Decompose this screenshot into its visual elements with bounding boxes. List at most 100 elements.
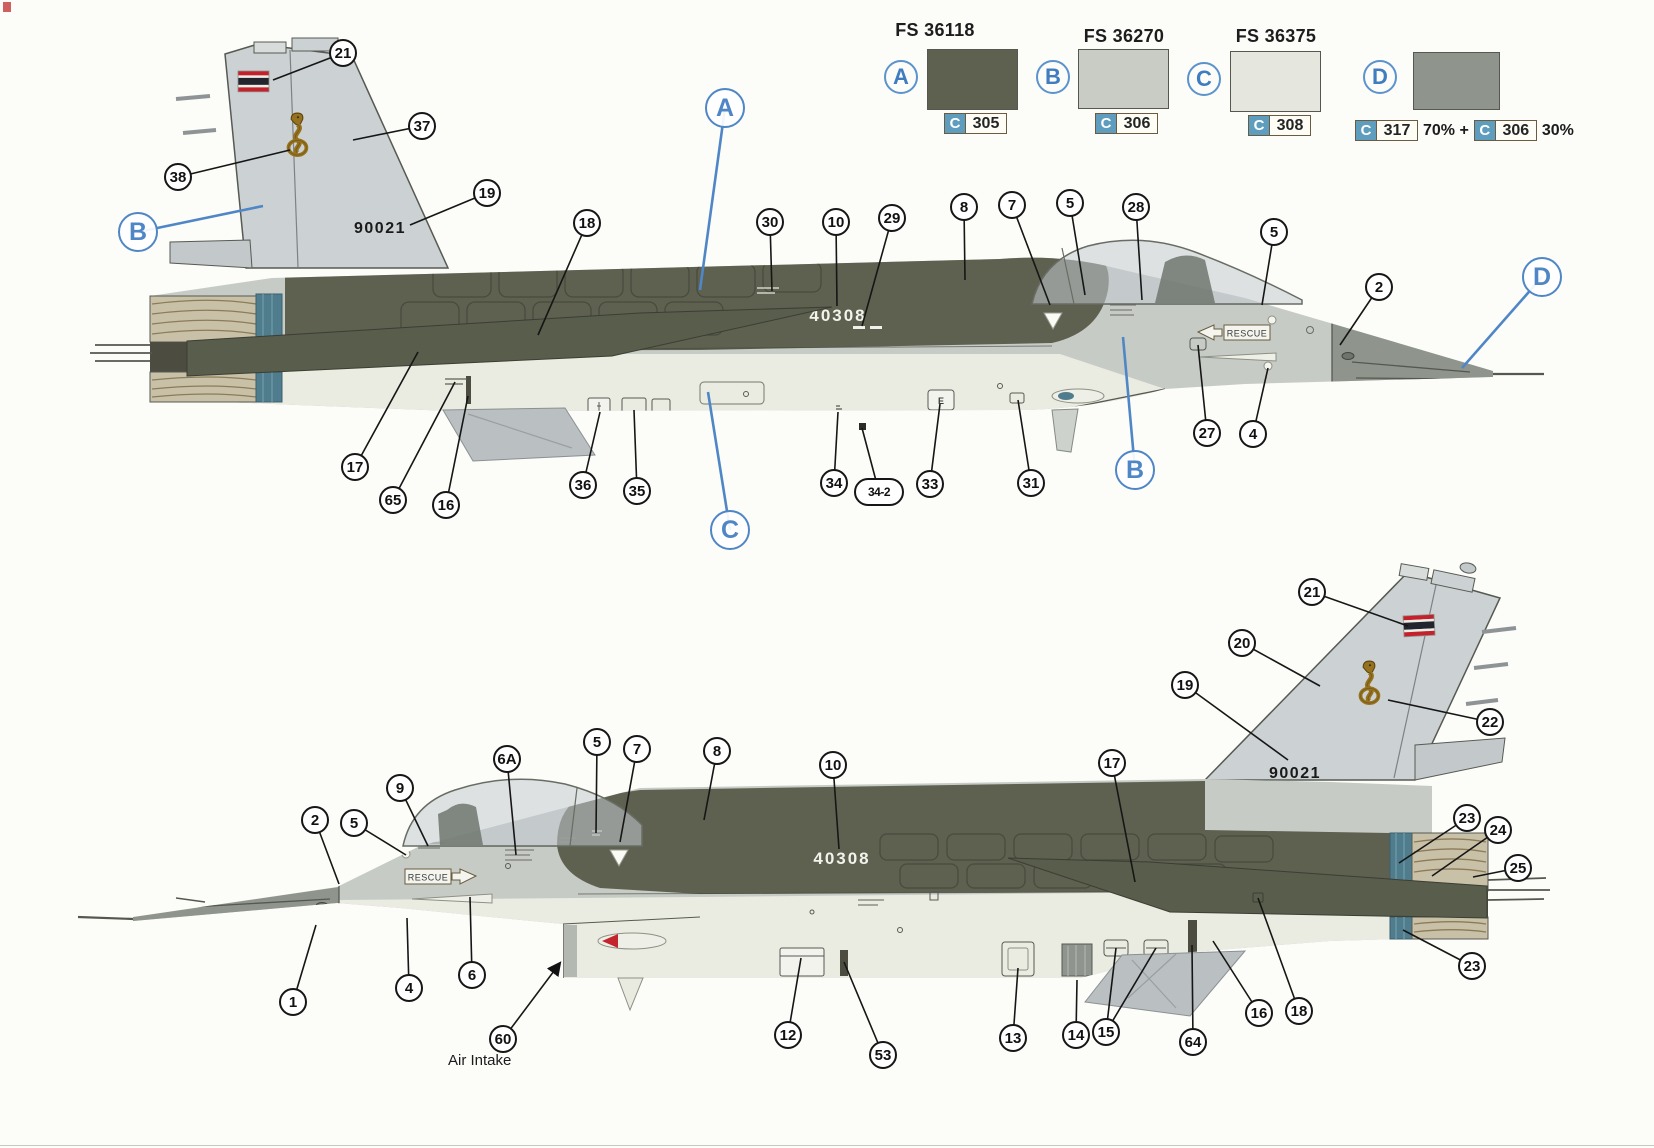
callout-12: 12 [774,1021,802,1049]
callout-34-2: 34-2 [854,478,904,506]
callout-5: 5 [1056,189,1084,217]
callout-5: 5 [1260,218,1288,246]
callout-21: 21 [1298,578,1326,606]
bottom-vertical-tail: 90021 [1203,562,1517,782]
callout-16: 16 [1245,999,1273,1027]
fuselage-number: 40308 [809,306,866,325]
top-vertical-tail: 90021 [169,37,450,269]
callout-18: 18 [1285,997,1313,1025]
swatch-c [1230,51,1321,112]
top-gear-door [442,407,596,462]
callout-14: 14 [1062,1021,1090,1049]
fs-code-a: FS 36118 [895,20,975,40]
top-radome [1332,316,1493,383]
callout-25: 25 [1504,854,1532,882]
color-callout-B: B [118,212,158,252]
callout-2: 2 [301,806,329,834]
callout-35: 35 [623,477,651,505]
legend-letter-a: A [884,60,918,94]
callout-60: 60 [489,1025,517,1053]
callout-8: 8 [950,193,978,221]
callout-8: 8 [703,737,731,765]
fs-code-b: FS 36270 [1083,26,1165,46]
callout-34: 34 [820,469,848,497]
callout-17: 17 [1098,749,1126,777]
top-canopy [1031,239,1303,305]
fuselage-number: 40308 [813,849,870,868]
mix-ratio-1: 70% + [1423,121,1469,139]
top-aircraft: 90021 40308 [90,37,1544,462]
swatch-d [1413,52,1500,110]
rescue-stencil: RESCUE [1227,329,1268,339]
callout-5: 5 [583,728,611,756]
rescue-stencil: RESCUE [408,873,449,883]
bottom-seat [438,803,483,845]
callout-10: 10 [822,208,850,236]
callout-38: 38 [164,163,192,191]
color-callout-A: A [705,88,745,128]
callout-36: 36 [569,471,597,499]
callout-31: 31 [1017,469,1045,497]
tail-number: 90021 [354,220,406,237]
callout-23: 23 [1453,804,1481,832]
callout-9: 9 [386,774,414,802]
callout-21: 21 [329,39,357,67]
callout-30: 30 [756,208,784,236]
swatch-a [927,49,1018,110]
callout-5: 5 [340,809,368,837]
callout-18: 18 [573,209,601,237]
scan-edge [0,1145,1654,1146]
fs-code-c: FS 36375 [1235,26,1317,46]
legend-letter-b: B [1036,60,1070,94]
callout-4: 4 [395,974,423,1002]
callout-13: 13 [999,1024,1027,1052]
callout-20: 20 [1228,629,1256,657]
callout-4: 4 [1239,420,1267,448]
color-callout-C: C [710,510,750,550]
callout-24: 24 [1484,816,1512,844]
callout-29: 29 [878,204,906,232]
callout-6: 6 [458,961,486,989]
callout-6A: 6A [493,745,521,773]
color-callout-D: D [1522,257,1562,297]
air-intake-label: Air Intake [448,1052,512,1069]
legend-letter-d: D [1363,60,1397,94]
callout-16: 16 [432,491,460,519]
bottom-canopy [402,778,643,847]
callout-27: 27 [1193,419,1221,447]
callout-2: 2 [1365,273,1393,301]
thai-flag-icon [1402,613,1436,638]
bottom-fuselage: 40308 RESCUE [133,779,1432,978]
scan-artifact [3,2,11,12]
callout-37: 37 [408,112,436,140]
bottom-radome [133,887,339,930]
callout-65: 65 [379,486,407,514]
callout-17: 17 [341,453,369,481]
callout-28: 28 [1122,193,1150,221]
callout-22: 22 [1476,708,1504,736]
callout-7: 7 [998,191,1026,219]
color-callout-B: B [1115,450,1155,490]
e-stencil: E [938,396,944,406]
callout-33: 33 [916,470,944,498]
callout-7: 7 [623,735,651,763]
callout-10: 10 [819,751,847,779]
mix-ratio-2: 30% [1541,121,1574,139]
callout-19: 19 [473,179,501,207]
callout-64: 64 [1179,1028,1207,1056]
callout-19: 19 [1171,671,1199,699]
callout-1: 1 [279,988,307,1016]
callout-53: 53 [869,1041,897,1069]
bottom-aircraft: 90021 40308 [77,562,1550,1017]
tail-number: 90021 [1269,765,1321,782]
callout-23: 23 [1458,952,1486,980]
top-seat [1155,255,1215,303]
swatch-b [1078,49,1169,109]
callout-15: 15 [1092,1018,1120,1046]
